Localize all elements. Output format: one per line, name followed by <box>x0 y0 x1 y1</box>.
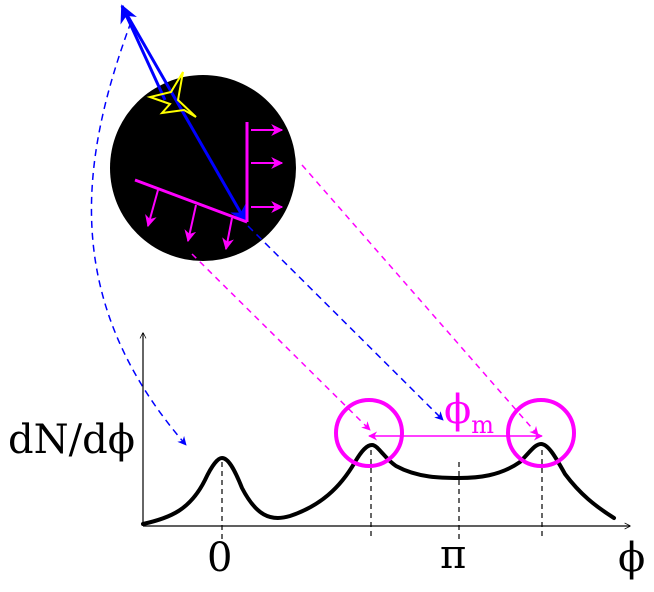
cone-projection-right <box>301 164 539 436</box>
near-jet-arrow <box>120 5 248 224</box>
cone-angle-subscript: m <box>471 411 495 439</box>
x-axis-label: ϕ <box>618 535 646 581</box>
medium-disk <box>110 75 296 261</box>
star-icon <box>146 71 197 118</box>
x-tick-zero: 0 <box>207 535 233 581</box>
cone-angle-label: ϕm <box>444 390 494 437</box>
circle-icon <box>334 398 404 468</box>
near-jet-projection <box>247 225 444 421</box>
away-jet-arrow <box>120 4 167 101</box>
emission-arrow <box>145 189 159 228</box>
cone-projection-left <box>191 253 371 431</box>
x-tick-pi: π <box>440 532 467 578</box>
mach-front-diagonal <box>134 178 248 224</box>
distribution-curve <box>141 442 616 526</box>
cone-angle-symbol: ϕ <box>444 387 472 433</box>
emission-arrow <box>184 204 197 243</box>
circle-icon <box>506 398 576 468</box>
away-side-projection <box>90 21 187 446</box>
emission-arrow <box>222 217 234 251</box>
y-axis-label: dN/dϕ <box>8 417 135 463</box>
